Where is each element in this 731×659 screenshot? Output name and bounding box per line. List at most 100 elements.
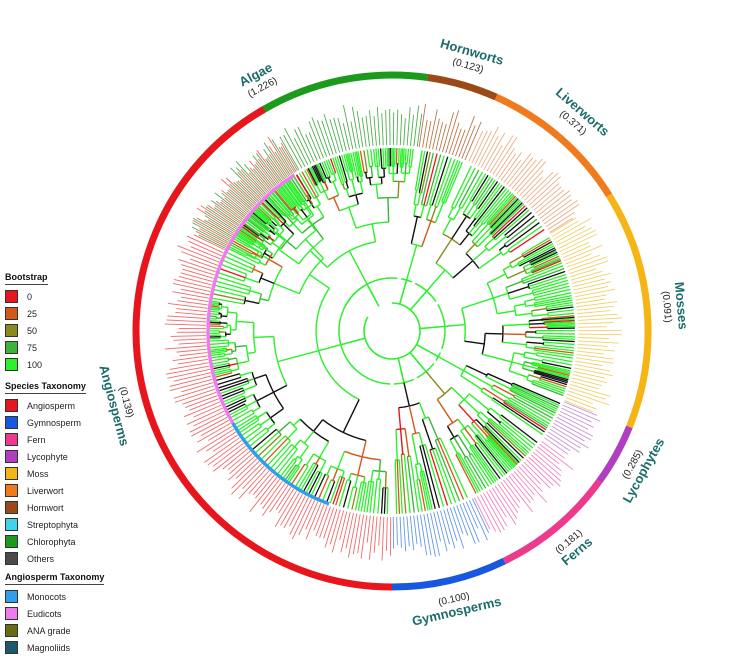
- leaf-label: [186, 407, 223, 425]
- tree-branch: [210, 350, 227, 355]
- tree-branch: [474, 187, 508, 228]
- tree-branch: [360, 175, 363, 182]
- tree-branch: [533, 370, 569, 382]
- leaf-label: [455, 129, 466, 157]
- leaf-label: [445, 110, 460, 154]
- tree-branch: [509, 397, 552, 422]
- tree-branch: [308, 472, 321, 495]
- leaf-label: [342, 123, 350, 151]
- leaf-label: [289, 497, 309, 535]
- tree-branch: [518, 245, 555, 265]
- tree-arc: [393, 180, 405, 183]
- tree-branch: [540, 375, 568, 386]
- leaf-label: [227, 189, 252, 211]
- tree-branch: [521, 237, 550, 255]
- leaf-label: [279, 136, 300, 171]
- leaf-label: [212, 445, 247, 472]
- leaf-label: [464, 121, 482, 161]
- leaf-label: [280, 142, 298, 171]
- tree-branch: [357, 456, 363, 476]
- leaf-label: [229, 188, 253, 210]
- leaf-label: [564, 400, 594, 413]
- tree-branch: [256, 391, 274, 402]
- tree-branch: [230, 244, 261, 262]
- leaf-label: [577, 347, 616, 352]
- tree-branch: [259, 417, 271, 426]
- tree-branch: [268, 236, 275, 242]
- tree-branch: [386, 487, 389, 514]
- leaf-label: [329, 119, 341, 153]
- tree-branch: [470, 445, 497, 483]
- tree-branch: [260, 254, 270, 260]
- leaf-label: [182, 268, 214, 279]
- tree-branch: [475, 184, 503, 220]
- tree-branch: [502, 341, 527, 346]
- tree-arc: [469, 199, 473, 202]
- angiosperm-legend-swatch: [5, 624, 18, 637]
- leaf-label: [237, 180, 260, 202]
- leaf-label: [459, 504, 476, 544]
- tree-branch: [420, 151, 431, 194]
- leaf-label: [269, 153, 287, 179]
- leaf-label: [521, 464, 541, 485]
- tree-branch: [311, 165, 321, 183]
- leaf-label: [213, 207, 240, 226]
- leaf-label: [549, 217, 573, 233]
- tree-arc: [463, 455, 468, 459]
- leaf-label: [351, 106, 360, 148]
- tree-branch: [342, 399, 360, 433]
- tree-branch: [332, 157, 343, 185]
- tree-arc: [338, 285, 391, 385]
- tree-branch: [523, 241, 553, 258]
- leaf-label: [175, 311, 207, 316]
- tree-branch: [537, 366, 570, 376]
- tree-branch: [285, 181, 304, 206]
- leaf-label: [192, 222, 229, 243]
- leaf-label: [211, 200, 242, 223]
- tree-branch: [310, 166, 320, 183]
- leaf-label: [576, 354, 613, 360]
- tree-branch: [529, 276, 568, 290]
- tree-arc: [326, 241, 376, 268]
- tree-branch: [526, 379, 533, 383]
- tree-branch: [348, 250, 368, 285]
- tree-branch: [471, 223, 489, 243]
- tree-branch: [397, 181, 400, 198]
- leaf-label: [196, 217, 232, 239]
- tree-branch: [397, 148, 400, 164]
- leaf-label: [433, 512, 442, 542]
- leaf-label: [173, 372, 211, 382]
- leaf-label: [347, 513, 358, 558]
- leaf-label: [468, 130, 484, 162]
- inner-ring-monocots: [231, 422, 330, 506]
- tree-branch: [523, 356, 543, 362]
- tree-branch: [472, 444, 499, 481]
- tree-branch: [368, 177, 372, 186]
- clade-arc-liverworts: [494, 93, 613, 198]
- leaf-label: [248, 172, 268, 194]
- angiosperm-legend-item: ANA grade: [5, 622, 104, 639]
- leaf-label: [368, 516, 375, 560]
- leaf-label: [508, 475, 531, 504]
- leaf-label: [366, 515, 371, 543]
- leaf-label: [189, 258, 217, 270]
- leaf-label: [432, 118, 440, 150]
- tree-branch: [284, 181, 302, 205]
- tree-branch: [246, 254, 255, 260]
- tree-branch: [221, 305, 229, 309]
- leaf-label: [574, 364, 611, 372]
- leaf-label: [280, 146, 297, 172]
- leaf-label: [193, 410, 225, 427]
- inner-ring-eudicots: [206, 173, 296, 424]
- leaf-label: [172, 291, 209, 299]
- leaf-label: [181, 251, 219, 266]
- species-legend-label: Others: [27, 553, 55, 564]
- tree-arc: [398, 402, 420, 409]
- species-legend-swatch: [5, 467, 18, 480]
- leaf-label: [385, 110, 388, 146]
- tree-branch: [472, 176, 492, 205]
- tree-arc: [246, 378, 250, 384]
- clade-label-group: Gymnosperms(0.100): [411, 591, 503, 629]
- tree-branch: [511, 385, 559, 408]
- leaf-label: [252, 155, 277, 186]
